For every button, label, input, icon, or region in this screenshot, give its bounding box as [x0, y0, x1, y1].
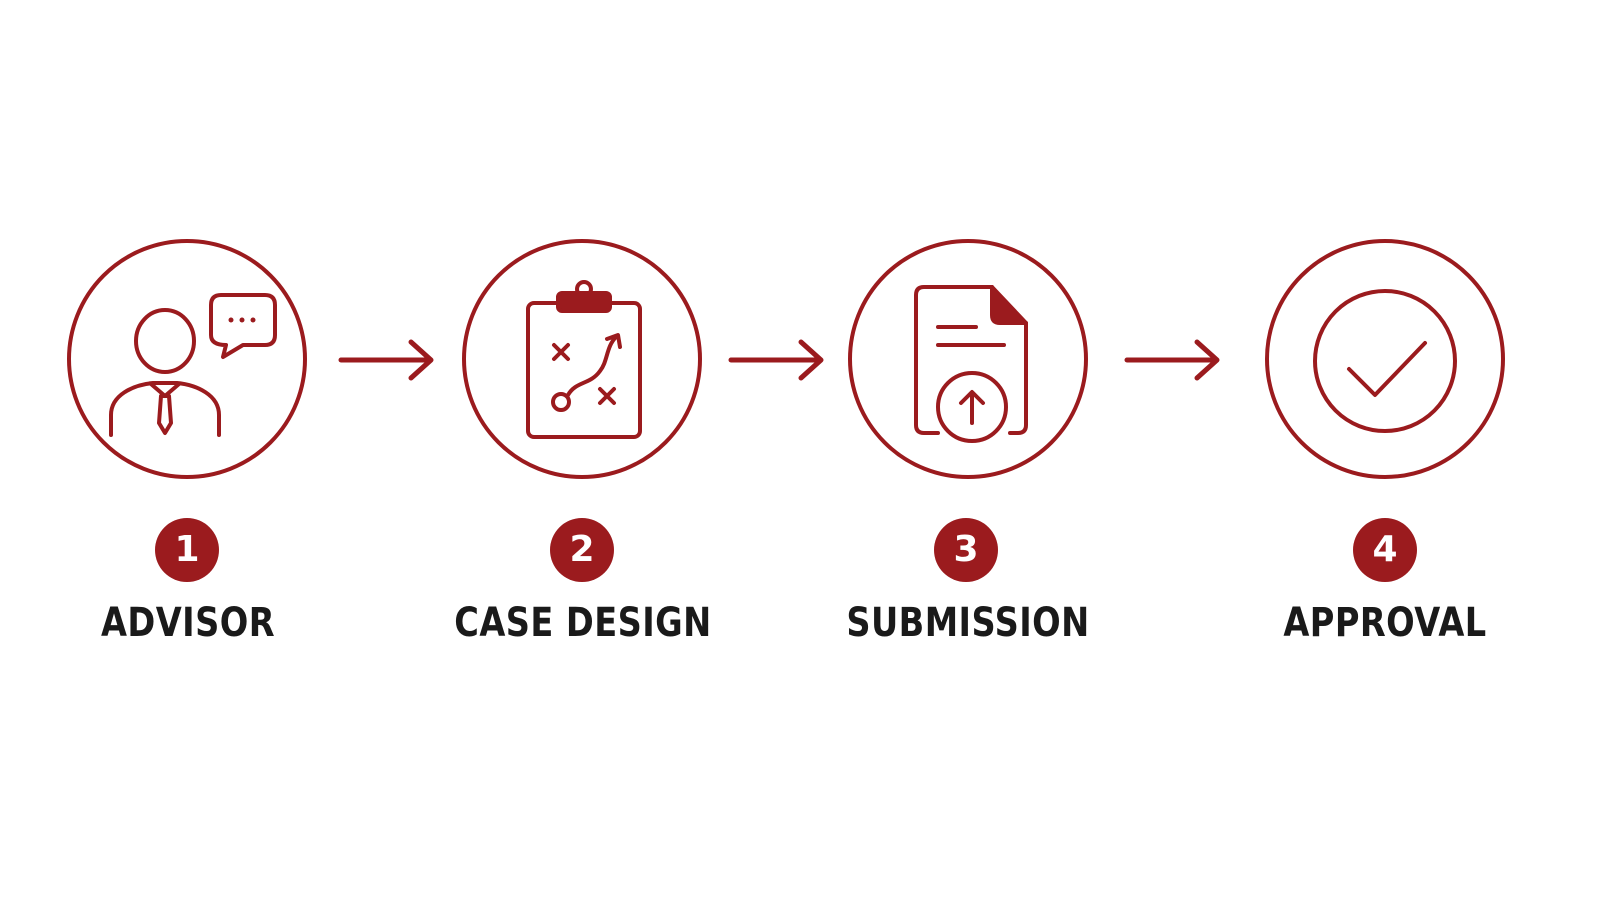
- step-3-number-badge: 3: [934, 518, 998, 582]
- arrow-right-icon: [728, 339, 824, 381]
- step-3-label: SUBMISSION: [846, 600, 1090, 646]
- step-1-number-badge: 1: [155, 518, 219, 582]
- step-4-number-badge: 4: [1353, 518, 1417, 582]
- step-2-circle: [462, 239, 702, 479]
- step-4-circle: [1265, 239, 1505, 479]
- step-1-label: ADVISOR: [101, 600, 275, 646]
- advisor-person-speech-icon: [109, 293, 277, 437]
- step-2-number-badge: 2: [550, 518, 614, 582]
- arrow-right-icon: [1124, 339, 1220, 381]
- clipboard-strategy-icon: [526, 280, 642, 439]
- step-3-circle: [848, 239, 1088, 479]
- step-1-circle: [67, 239, 307, 479]
- arrow-right-icon: [338, 339, 434, 381]
- step-4-label: APPROVAL: [1283, 600, 1487, 646]
- document-upload-icon: [914, 285, 1028, 443]
- step-2-label: CASE DESIGN: [454, 600, 712, 646]
- checkmark-circle-icon: [1313, 289, 1457, 433]
